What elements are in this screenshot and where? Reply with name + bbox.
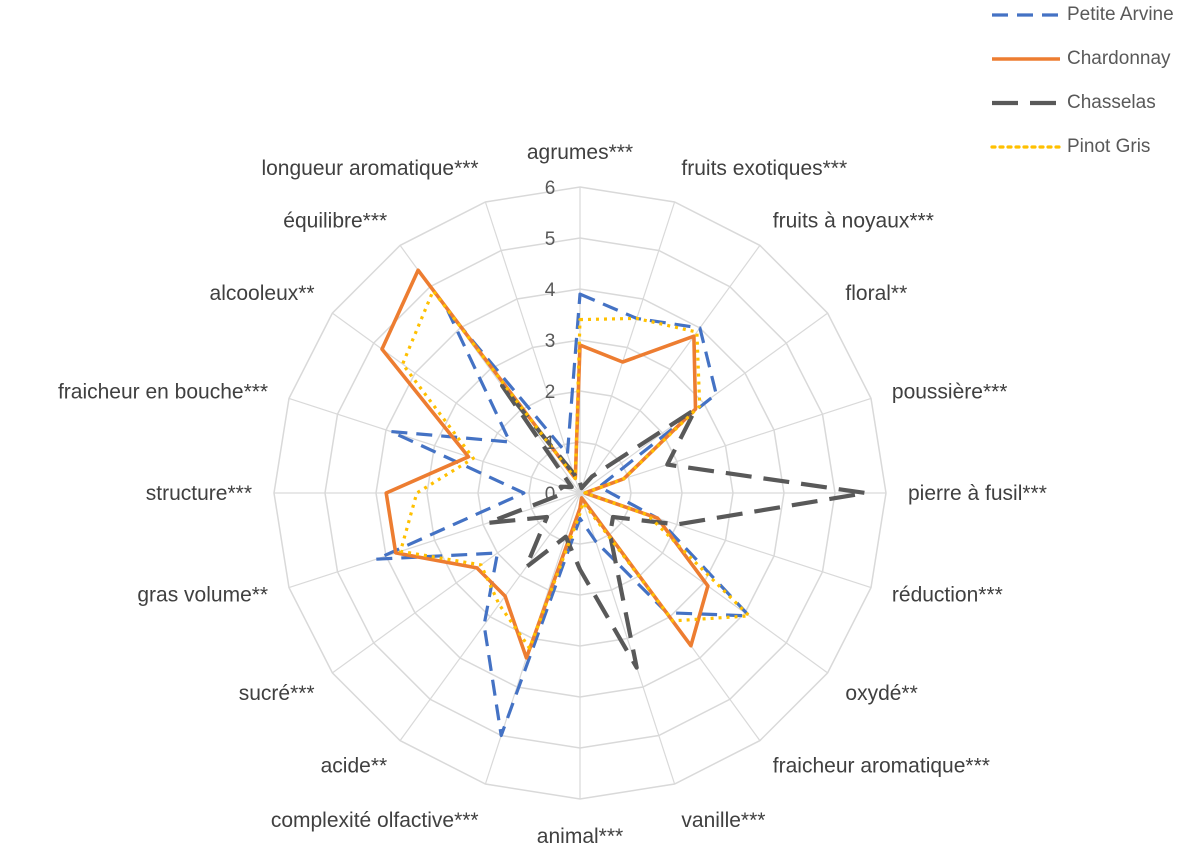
tick-label: 0: [545, 484, 556, 505]
axis-label: gras volume**: [137, 583, 268, 606]
axis-label: acide**: [321, 754, 388, 777]
tick-label: 1: [545, 433, 556, 454]
legend-label: Chasselas: [1067, 92, 1156, 113]
axis-label: poussière***: [892, 381, 1008, 404]
series-line-pinot-gris: [398, 289, 751, 650]
axis-label: sucré***: [239, 682, 315, 705]
series-line-petite-arvine: [374, 292, 751, 738]
tick-label: 6: [545, 178, 556, 199]
axis-spoke: [288, 492, 581, 589]
axis-label: longueur aromatique***: [261, 157, 478, 180]
legend-swatch: [992, 100, 1060, 106]
axis-label: oxydé**: [845, 682, 917, 705]
axis-label: animal***: [537, 825, 623, 848]
tick-label: 5: [545, 229, 556, 250]
axis-label: agrumes***: [527, 141, 633, 164]
axis-spoke: [579, 201, 676, 494]
axis-label: fruits exotiques***: [681, 157, 847, 180]
legend-label: Chardonnay: [1067, 48, 1171, 69]
legend-label: Pinot Gris: [1067, 136, 1151, 157]
axis-label: équilibre***: [283, 210, 387, 233]
legend-swatch: [992, 57, 1060, 61]
legend-swatch: [990, 145, 1062, 149]
axis-spoke: [579, 397, 872, 494]
legend-item: Pinot Gris: [990, 132, 1200, 162]
axis-spoke: [484, 201, 581, 494]
legend-item: Chasselas: [990, 88, 1200, 118]
legend-item: Chardonnay: [990, 44, 1200, 74]
legend-swatch: [992, 13, 1060, 17]
axis-label: structure***: [146, 482, 252, 505]
radar-grid: [273, 186, 887, 800]
axis-label: fraicheur en bouche***: [58, 381, 268, 404]
tick-label: 3: [545, 331, 556, 352]
axis-label: fruits à noyaux***: [773, 210, 934, 233]
tick-label: 2: [545, 382, 556, 403]
series-line-chasselas: [485, 383, 868, 670]
radar-labels: 0 1 2 3 4 5 6 agrumes*** fruits exotiques*** frui…: [58, 141, 1047, 848]
axis-spoke: [332, 312, 581, 494]
axis-spoke: [579, 245, 761, 494]
series-line-chardonnay: [380, 268, 710, 660]
axis-label: floral**: [845, 282, 907, 305]
axis-label: complexité olfactive***: [271, 809, 479, 832]
axis-label: alcooleux**: [210, 282, 315, 305]
axis-label: fraicheur aromatique***: [773, 754, 990, 777]
tick-label: 4: [545, 280, 556, 301]
axis-spoke: [332, 492, 581, 674]
axis-label: réduction***: [892, 583, 1003, 606]
axis-spoke: [399, 492, 581, 741]
axis-label: pierre à fusil***: [908, 482, 1047, 505]
axis-spoke: [288, 397, 581, 494]
legend-label: Petite Arvine: [1067, 4, 1174, 25]
axis-label: vanille***: [681, 809, 765, 832]
legend-item: Petite Arvine: [990, 0, 1200, 30]
radar-series: [374, 268, 868, 738]
